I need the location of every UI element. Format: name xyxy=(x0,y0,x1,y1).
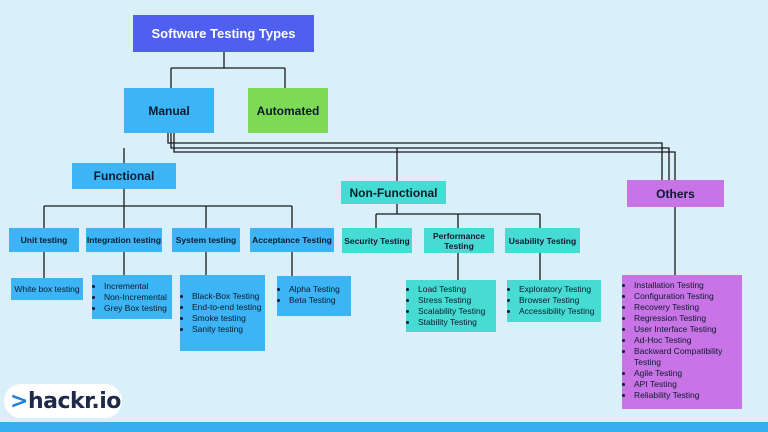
others-list: Installation Testing Configuration Testi… xyxy=(622,275,742,409)
security-testing-node: Security Testing xyxy=(342,228,412,253)
unit-testing-list: White box testing xyxy=(11,278,83,300)
manual-node: Manual xyxy=(124,88,214,133)
list-item: Alpha Testing xyxy=(289,284,351,295)
usability-testing-node: Usability Testing xyxy=(505,228,580,253)
list-item: End-to-end testing xyxy=(192,302,265,313)
performance-testing-list: Load Testing Stress Testing Scalability … xyxy=(406,280,496,332)
others-node: Others xyxy=(627,180,724,207)
integration-testing-node: Integration testing xyxy=(86,228,162,252)
list-item: Grey Box testing xyxy=(104,303,172,314)
list-item: Stress Testing xyxy=(418,295,496,306)
integration-testing-list: Incremental Non-Incremental Grey Box tes… xyxy=(92,275,172,319)
list-item: Black-Box Testing xyxy=(192,291,265,302)
system-testing-list: Black-Box Testing End-to-end testing Smo… xyxy=(180,275,265,351)
hackr-logo: > hackr.io xyxy=(4,384,122,418)
diagram-title: Software Testing Types xyxy=(133,15,314,52)
functional-node: Functional xyxy=(72,163,176,189)
list-item: Agile Testing xyxy=(634,368,738,379)
acceptance-testing-list: Alpha Testing Beta Testing xyxy=(277,276,351,316)
list-item: Regression Testing xyxy=(634,313,738,324)
non-functional-node: Non-Functional xyxy=(341,181,446,204)
usability-testing-list: Exploratory Testing Browser Testing Acce… xyxy=(507,280,601,322)
list-item: Stability Testing xyxy=(418,317,496,328)
list-item: Reliability Testing xyxy=(634,390,738,401)
list-item: Ad-Hoc Testing xyxy=(634,335,738,346)
list-item: Installation Testing xyxy=(634,280,738,291)
footer-bar xyxy=(0,422,768,432)
performance-testing-node: Performance Testing xyxy=(424,228,494,253)
list-item: Recovery Testing xyxy=(634,302,738,313)
list-item: Incremental xyxy=(104,281,172,292)
list-item: Configuration Testing xyxy=(634,291,738,302)
list-item: User Interface Testing xyxy=(634,324,738,335)
automated-node: Automated xyxy=(248,88,328,133)
list-item: Non-Incremental xyxy=(104,292,172,303)
logo-arrow-icon: > xyxy=(10,388,28,414)
list-item: Smoke testing xyxy=(192,313,265,324)
list-item: Sanity testing xyxy=(192,324,265,335)
list-item: API Testing xyxy=(634,379,738,390)
logo-text: hackr.io xyxy=(27,388,121,414)
list-item: Accessibility Testing xyxy=(519,306,601,317)
list-item: Load Testing xyxy=(418,284,496,295)
list-item: Scalability Testing xyxy=(418,306,496,317)
acceptance-testing-node: Acceptance Testing xyxy=(250,228,334,252)
list-item: Beta Testing xyxy=(289,295,351,306)
system-testing-node: System testing xyxy=(172,228,240,252)
list-item: Backward Compatibility Testing xyxy=(634,346,738,368)
list-item: Browser Testing xyxy=(519,295,601,306)
unit-testing-node: Unit testing xyxy=(9,228,79,252)
list-item: Exploratory Testing xyxy=(519,284,601,295)
